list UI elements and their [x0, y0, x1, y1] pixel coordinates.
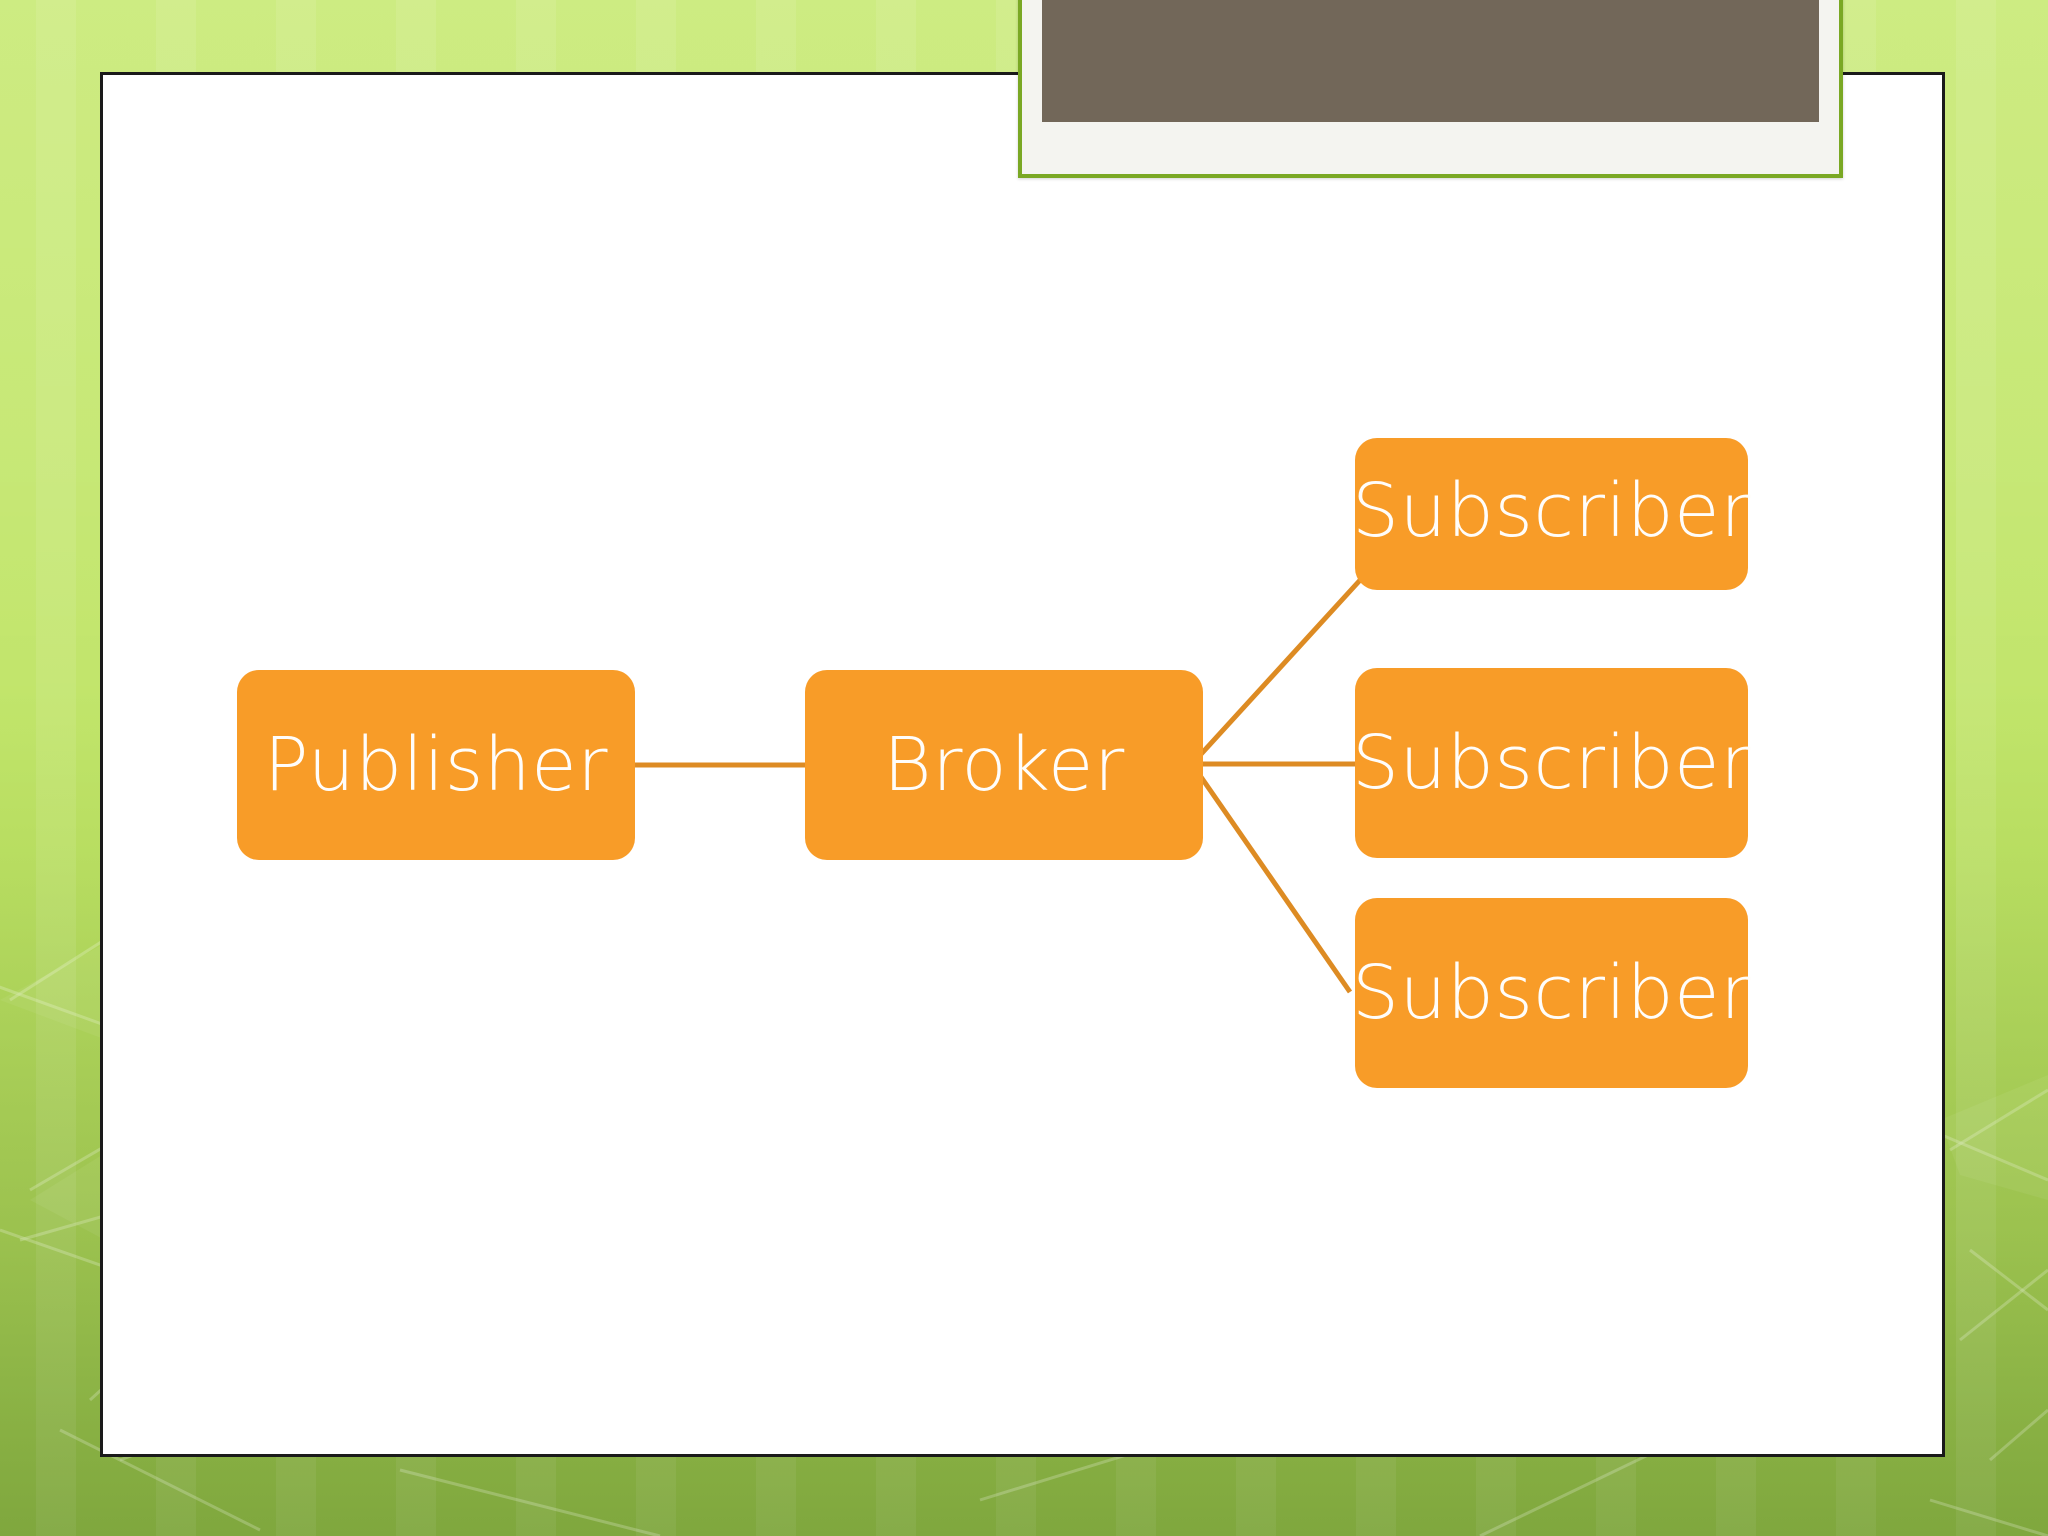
node-publisher-label: Publisher — [263, 722, 609, 808]
picture-placeholder[interactable] — [1018, 0, 1843, 178]
node-subscriber-3-label: Subscriber — [1352, 950, 1751, 1036]
node-subscriber-1[interactable]: Subscriber — [1352, 438, 1751, 590]
node-subscriber-1-label: Subscriber — [1352, 468, 1751, 554]
node-broker[interactable]: Broker — [805, 670, 1203, 860]
node-subscriber-2[interactable]: Subscriber — [1352, 668, 1751, 858]
node-subscriber-3[interactable]: Subscriber — [1352, 898, 1751, 1088]
picture-placeholder-fill — [1042, 0, 1819, 122]
node-publisher[interactable]: Publisher — [237, 670, 635, 860]
node-subscriber-2-label: Subscriber — [1352, 720, 1751, 806]
node-broker-label: Broker — [883, 722, 1125, 808]
